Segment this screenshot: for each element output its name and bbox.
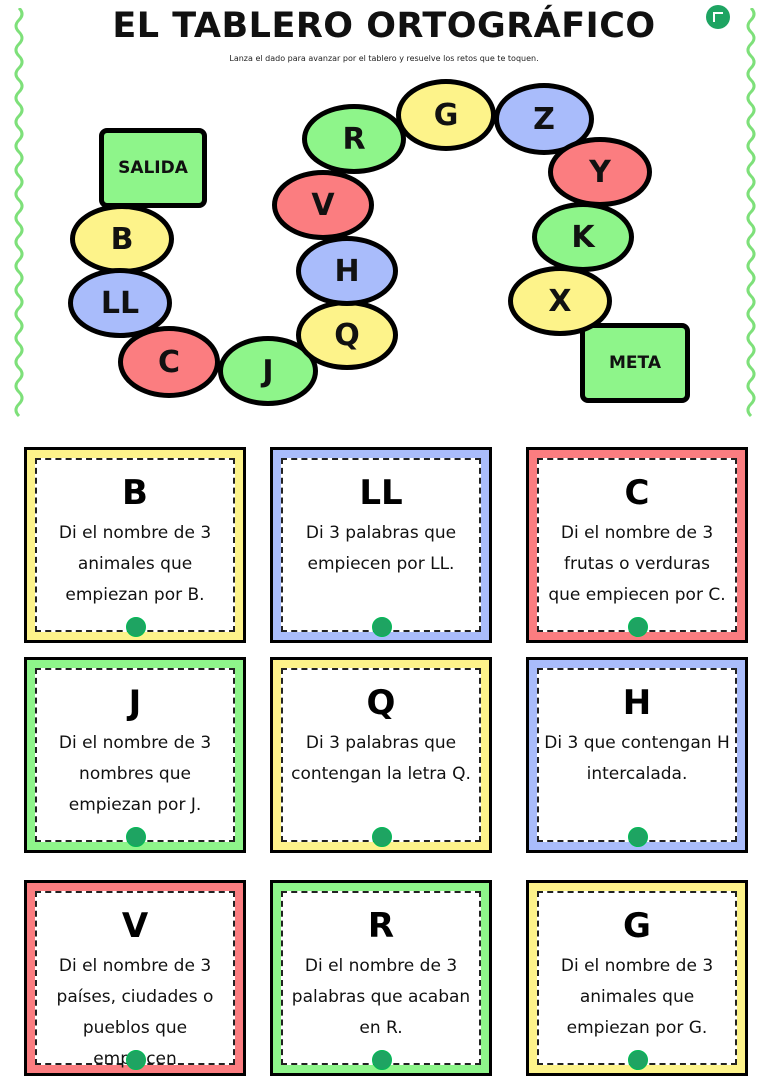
goal-box: META — [580, 323, 690, 403]
challenge-card-q: Q Di 3 palabras que contengan la letra Q. — [270, 657, 492, 853]
board-space-k: K — [532, 202, 634, 272]
card-text-line: palabras que acaban — [291, 987, 471, 1007]
card-text-line: nombres que — [79, 764, 191, 784]
card-logo-icon — [126, 1050, 146, 1070]
card-text-line: Di el nombre de 3 — [304, 956, 458, 976]
card-letter: C — [624, 473, 650, 513]
card-inner-frame: R Di el nombre de 3 palabras que acaban en … — [281, 891, 481, 1070]
challenge-card-j: J Di el nombre de 3 nombres que empiezan po… — [24, 657, 246, 853]
card-text-line: Di 3 que contengan H — [544, 733, 730, 753]
card-text-line: Di 3 palabras que — [305, 523, 457, 543]
board-space-x: X — [508, 266, 612, 336]
card-letter: V — [121, 906, 149, 946]
card-inner-frame: H Di 3 que contengan H intercalada. — [537, 668, 737, 847]
page-title: EL TABLERO ORTOGRÁFICO — [112, 6, 656, 46]
card-letter: H — [622, 683, 652, 723]
card-logo-icon — [628, 1050, 648, 1070]
board-space-h: H — [296, 236, 398, 306]
challenge-card-h: H Di 3 que contengan H intercalada. — [526, 657, 748, 853]
card-text-line: países, ciudades o — [56, 987, 214, 1007]
card-text-line: Di el nombre de 3 — [58, 733, 212, 753]
board-space-b: B — [70, 204, 174, 274]
card-letter: G — [623, 906, 651, 946]
card-text-line: en R. — [359, 1018, 403, 1038]
board-space-c: C — [118, 326, 220, 398]
card-text-line: empiezan por J. — [68, 795, 202, 815]
right-wavy-border — [746, 8, 756, 418]
board-space-v: V — [272, 170, 374, 240]
card-text-line: Di el nombre de 3 — [560, 956, 714, 976]
brand-logo-icon — [706, 5, 730, 29]
card-logo-icon — [628, 827, 648, 847]
card-text-line: animales que — [77, 554, 193, 574]
start-box: SALIDA — [99, 128, 207, 208]
card-text-line: Di 3 palabras que — [305, 733, 457, 753]
board-space-y: Y — [548, 137, 652, 207]
card-logo-icon — [372, 617, 392, 637]
card-inner-frame: Q Di 3 palabras que contengan la letra Q. — [281, 668, 481, 847]
card-inner-frame: G Di el nombre de 3 animales que empiezan p… — [537, 891, 737, 1070]
card-letter: R — [367, 906, 395, 946]
game-board: EL TABLERO ORTOGRÁFICO Lanza el dado par… — [0, 0, 768, 425]
challenge-card-r: R Di el nombre de 3 palabras que acaban en … — [270, 880, 492, 1076]
card-logo-icon — [372, 827, 392, 847]
card-letter: B — [122, 473, 148, 513]
card-inner-frame: LL Di 3 palabras que empiecen por LL. — [281, 458, 481, 637]
board-space-q: Q — [296, 300, 398, 370]
card-inner-frame: J Di el nombre de 3 nombres que empiezan po… — [35, 668, 235, 847]
card-inner-frame: C Di el nombre de 3 frutas o verduras que e… — [537, 458, 737, 637]
card-text-line: Di el nombre de 3 — [58, 956, 212, 976]
board-space-z: Z — [494, 83, 594, 155]
card-text-line: contengan la letra Q. — [291, 764, 471, 784]
card-letter: J — [128, 683, 142, 723]
card-text-line: intercalada. — [586, 764, 688, 784]
card-logo-icon — [372, 1050, 392, 1070]
card-text-line: empiezan por B. — [65, 585, 205, 605]
card-text-line: frutas o verduras — [564, 554, 710, 574]
card-letter: LL — [359, 473, 403, 513]
challenge-card-b: B Di el nombre de 3 animales que empiezan p… — [24, 447, 246, 643]
card-text-line: Di el nombre de 3 — [58, 523, 212, 543]
card-letter: Q — [366, 683, 396, 723]
card-logo-icon — [126, 617, 146, 637]
left-wavy-border — [14, 8, 24, 418]
card-text-line: Di el nombre de 3 — [560, 523, 714, 543]
challenge-card-g: G Di el nombre de 3 animales que empiezan p… — [526, 880, 748, 1076]
card-text-line: empiezan por G. — [566, 1018, 708, 1038]
board-space-g: G — [396, 79, 496, 151]
challenge-card-c: C Di el nombre de 3 frutas o verduras que e… — [526, 447, 748, 643]
page-subtitle: Lanza el dado para avanzar por el tabler… — [229, 54, 539, 63]
card-text-line: empiecen por LL. — [307, 554, 455, 574]
card-logo-icon — [126, 827, 146, 847]
challenge-card-ll: LL Di 3 palabras que empiecen por LL. — [270, 447, 492, 643]
card-logo-icon — [628, 617, 648, 637]
card-inner-frame: B Di el nombre de 3 animales que empiezan p… — [35, 458, 235, 637]
card-text-line: animales que — [579, 987, 695, 1007]
card-text-line: que empiecen por C. — [548, 585, 726, 605]
board-space-r: R — [302, 104, 406, 174]
